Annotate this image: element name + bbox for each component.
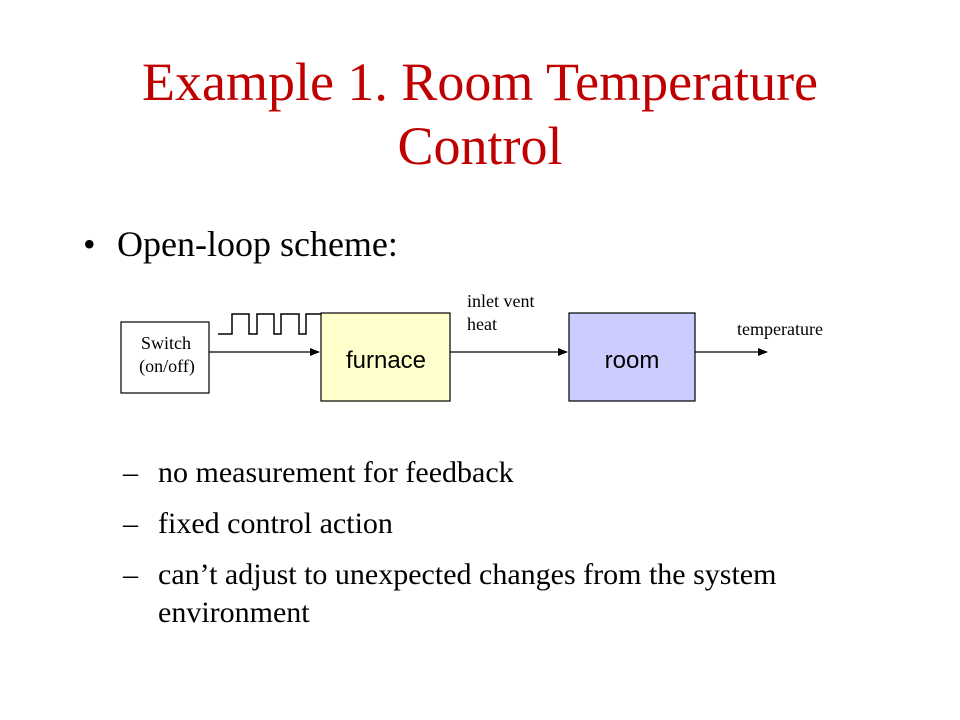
switch-label-1: Switch — [141, 333, 191, 353]
sub-bullet-list: – no measurement for feedback – fixed co… — [123, 454, 858, 645]
sub-bullet-dash: – — [123, 507, 138, 540]
bullet-marker: • — [83, 224, 96, 264]
slide-title-line-2: Control — [397, 116, 563, 176]
sub-bullet-item: – fixed control action — [123, 505, 858, 543]
inlet-label-1: inlet vent — [467, 291, 534, 311]
switch-box — [120, 321, 210, 394]
furnace-label: furnace — [346, 347, 426, 374]
room-box — [568, 312, 696, 402]
switch-label-2: (on/off) — [139, 356, 195, 377]
furnace-box — [320, 312, 451, 402]
bullet-open-loop: • Open-loop scheme: — [83, 222, 398, 266]
output-label: temperature — [737, 319, 823, 339]
sub-bullet-item: – no measurement for feedback — [123, 454, 858, 492]
sub-bullet-text: fixed control action — [158, 507, 393, 540]
slide-title: Example 1. Room Temperature Control — [0, 50, 960, 178]
sub-bullet-dash: – — [123, 456, 138, 489]
bullet-text: Open-loop scheme: — [117, 224, 398, 264]
inlet-label-2: heat — [467, 314, 497, 334]
pulse-train — [218, 313, 322, 335]
sub-bullet-dash: – — [123, 558, 138, 591]
sub-bullet-text: no measurement for feedback — [158, 456, 514, 489]
sub-bullet-item: – can’t adjust to unexpected changes fro… — [123, 556, 858, 632]
slide-title-line-1: Example 1. Room Temperature — [141, 52, 819, 112]
sub-bullet-text: can’t adjust to unexpected changes from … — [158, 558, 777, 629]
room-label: room — [605, 347, 660, 374]
